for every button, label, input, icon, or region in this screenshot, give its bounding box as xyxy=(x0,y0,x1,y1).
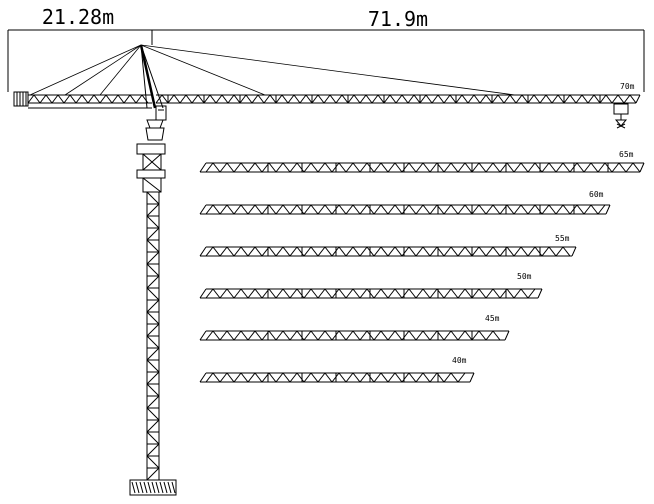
jib-label-55m: 55m xyxy=(555,234,570,243)
jib-label-65m: 65m xyxy=(619,150,634,159)
main-jib xyxy=(155,94,641,104)
climbing-frame xyxy=(136,143,166,193)
jib-label-60m: 60m xyxy=(589,190,604,199)
jib-label-40m: 40m xyxy=(452,356,467,365)
dimension-lines xyxy=(7,29,645,92)
foundation xyxy=(129,479,177,496)
tower-head xyxy=(139,44,164,109)
alt-jib-truss xyxy=(199,246,577,257)
alt-jib-truss xyxy=(199,162,645,173)
trolley-hook xyxy=(613,103,629,129)
counter-jib xyxy=(13,91,152,109)
alternative-jibs xyxy=(199,162,645,383)
alt-jib-truss xyxy=(199,372,475,383)
main-jib-dimension-label: 71.9m xyxy=(368,7,428,31)
mast xyxy=(146,191,160,481)
jib-label-50m: 50m xyxy=(517,272,532,281)
jib-label-45m: 45m xyxy=(485,314,500,323)
alt-jib-truss xyxy=(199,204,611,215)
jib-label-70m: 70m xyxy=(620,82,635,91)
counter-jib-dimension-label: 21.28m xyxy=(42,5,114,29)
alt-jib-truss xyxy=(199,288,543,299)
tie-rods xyxy=(29,44,516,96)
alt-jib-truss xyxy=(199,330,510,341)
slewing-unit xyxy=(145,105,167,141)
